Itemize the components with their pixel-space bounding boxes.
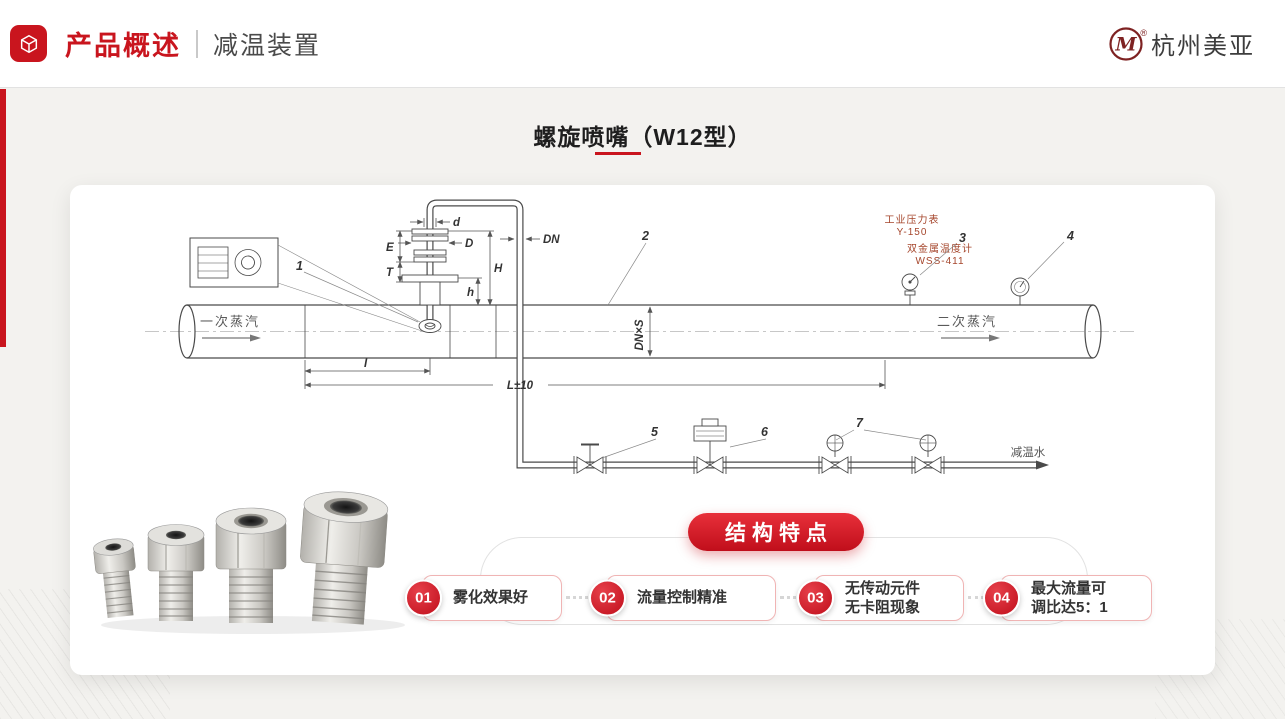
callout-5: 5	[651, 425, 659, 439]
shutoff-valve-5	[573, 443, 607, 474]
water-flow-arrow	[1036, 460, 1049, 470]
connector-dots	[968, 596, 996, 599]
slide-title: 螺旋喷嘴（W12型）	[533, 124, 752, 150]
pressure-gauge-name: 工业压力表	[885, 213, 940, 226]
connector-dots	[780, 596, 810, 599]
inlet-steam-label: 一次蒸汽	[200, 314, 260, 329]
dim-L: L±10	[507, 380, 534, 392]
features-banner: 结构特点	[688, 513, 864, 551]
instrument-labels: 工业压力表 Y-150 双金属温度计 WSS-411	[885, 213, 973, 267]
dim-H: H	[494, 263, 503, 275]
feature-item-4: 04 最大流量可 调比达5：1	[983, 575, 1152, 621]
dim-DN: DN	[543, 234, 560, 246]
feature-text: 无卡阻现象	[845, 599, 921, 616]
left-accent-bar	[0, 89, 6, 347]
dim-h: h	[467, 287, 474, 299]
feature-text: 调比达5：1	[1031, 599, 1108, 616]
nozzle-product-photo	[93, 491, 405, 634]
title-divider	[196, 29, 198, 58]
cooling-water-label: 减温水	[1011, 445, 1046, 459]
callout-1: 1	[296, 259, 303, 273]
feature-number-badge: 03	[797, 579, 834, 617]
callout-3: 3	[959, 231, 966, 245]
title-underline	[594, 152, 641, 155]
feature-text: 雾化效果好	[453, 589, 529, 607]
piping-diagram: 一次蒸汽 二次蒸汽 减温水	[145, 199, 1138, 474]
nozzle-photo-1	[93, 538, 136, 619]
cube-icon	[20, 34, 37, 53]
feature-text: 流量控制精准	[637, 589, 728, 607]
header-bar: 产品概述 减温装置 M ® 杭州美亚	[0, 0, 1285, 88]
callout-leaders	[303, 241, 1065, 459]
dimension-labels: d D DN E T H h I L±10 DN×S	[364, 217, 646, 392]
spray-water-line	[426, 199, 1049, 470]
feature-item-1: 01 雾化效果好	[405, 575, 562, 621]
pressure-gauge	[901, 273, 919, 305]
nozzle-photo-2	[147, 524, 205, 621]
dim-DNxS: DN×S	[634, 319, 646, 350]
dim-I: I	[364, 358, 368, 370]
logo-monogram: M	[1115, 33, 1138, 55]
thermometer	[1010, 277, 1030, 305]
feature-item-2: 02 流量控制精准	[589, 575, 776, 621]
callout-2: 2	[641, 229, 649, 243]
logo-mark-icon: M	[1109, 26, 1143, 61]
outlet-steam-label: 二次蒸汽	[937, 314, 997, 329]
feature-number-badge: 02	[589, 579, 626, 617]
features-panel	[480, 537, 1088, 625]
main-steam-pipe	[178, 304, 1102, 359]
dim-d: d	[453, 217, 461, 229]
outlet-flow-arrow	[941, 334, 1000, 342]
pressure-gauge-model: Y-150	[897, 227, 928, 238]
regulating-valve-7a	[818, 434, 852, 474]
callout-7: 7	[856, 416, 864, 430]
inlet-flow-arrow	[202, 334, 261, 342]
dim-E: E	[386, 242, 394, 254]
feature-number-badge: 04	[983, 579, 1020, 617]
nozzle-detail-inset	[189, 237, 423, 332]
callout-6: 6	[761, 425, 769, 439]
page-title: 产品概述	[65, 31, 181, 61]
dim-T: T	[386, 267, 394, 279]
callout-4: 4	[1066, 229, 1074, 243]
registered-mark: ®	[1140, 27, 1147, 38]
feature-text: 无传动元件	[845, 579, 921, 597]
callout-numbers: 1 2 3 4 5 6 7	[296, 229, 1074, 439]
nozzle-photo-3	[215, 507, 287, 623]
feature-number-badge: 01	[405, 579, 442, 617]
nozzle-photo-4	[300, 491, 389, 625]
connector-dots	[566, 596, 602, 599]
dim-D: D	[465, 238, 473, 250]
page-subtitle: 减温装置	[213, 31, 322, 60]
feature-text: 最大流量可	[1031, 579, 1107, 597]
thermometer-model: WSS-411	[915, 256, 964, 267]
company-name: 杭州美亚	[1151, 33, 1255, 60]
dimension-lines	[304, 218, 886, 389]
features-banner-label: 结构特点	[725, 522, 833, 545]
product-box-icon	[10, 25, 47, 62]
thermometer-name: 双金属温度计	[907, 242, 973, 255]
content-card: 一次蒸汽 二次蒸汽 减温水	[70, 185, 1215, 675]
control-valve-6	[693, 418, 727, 474]
feature-item-3: 03 无传动元件 无卡阻现象	[797, 575, 964, 621]
regulating-valve-7b	[911, 434, 945, 474]
company-logo: M ® 杭州美亚	[1106, 24, 1255, 64]
